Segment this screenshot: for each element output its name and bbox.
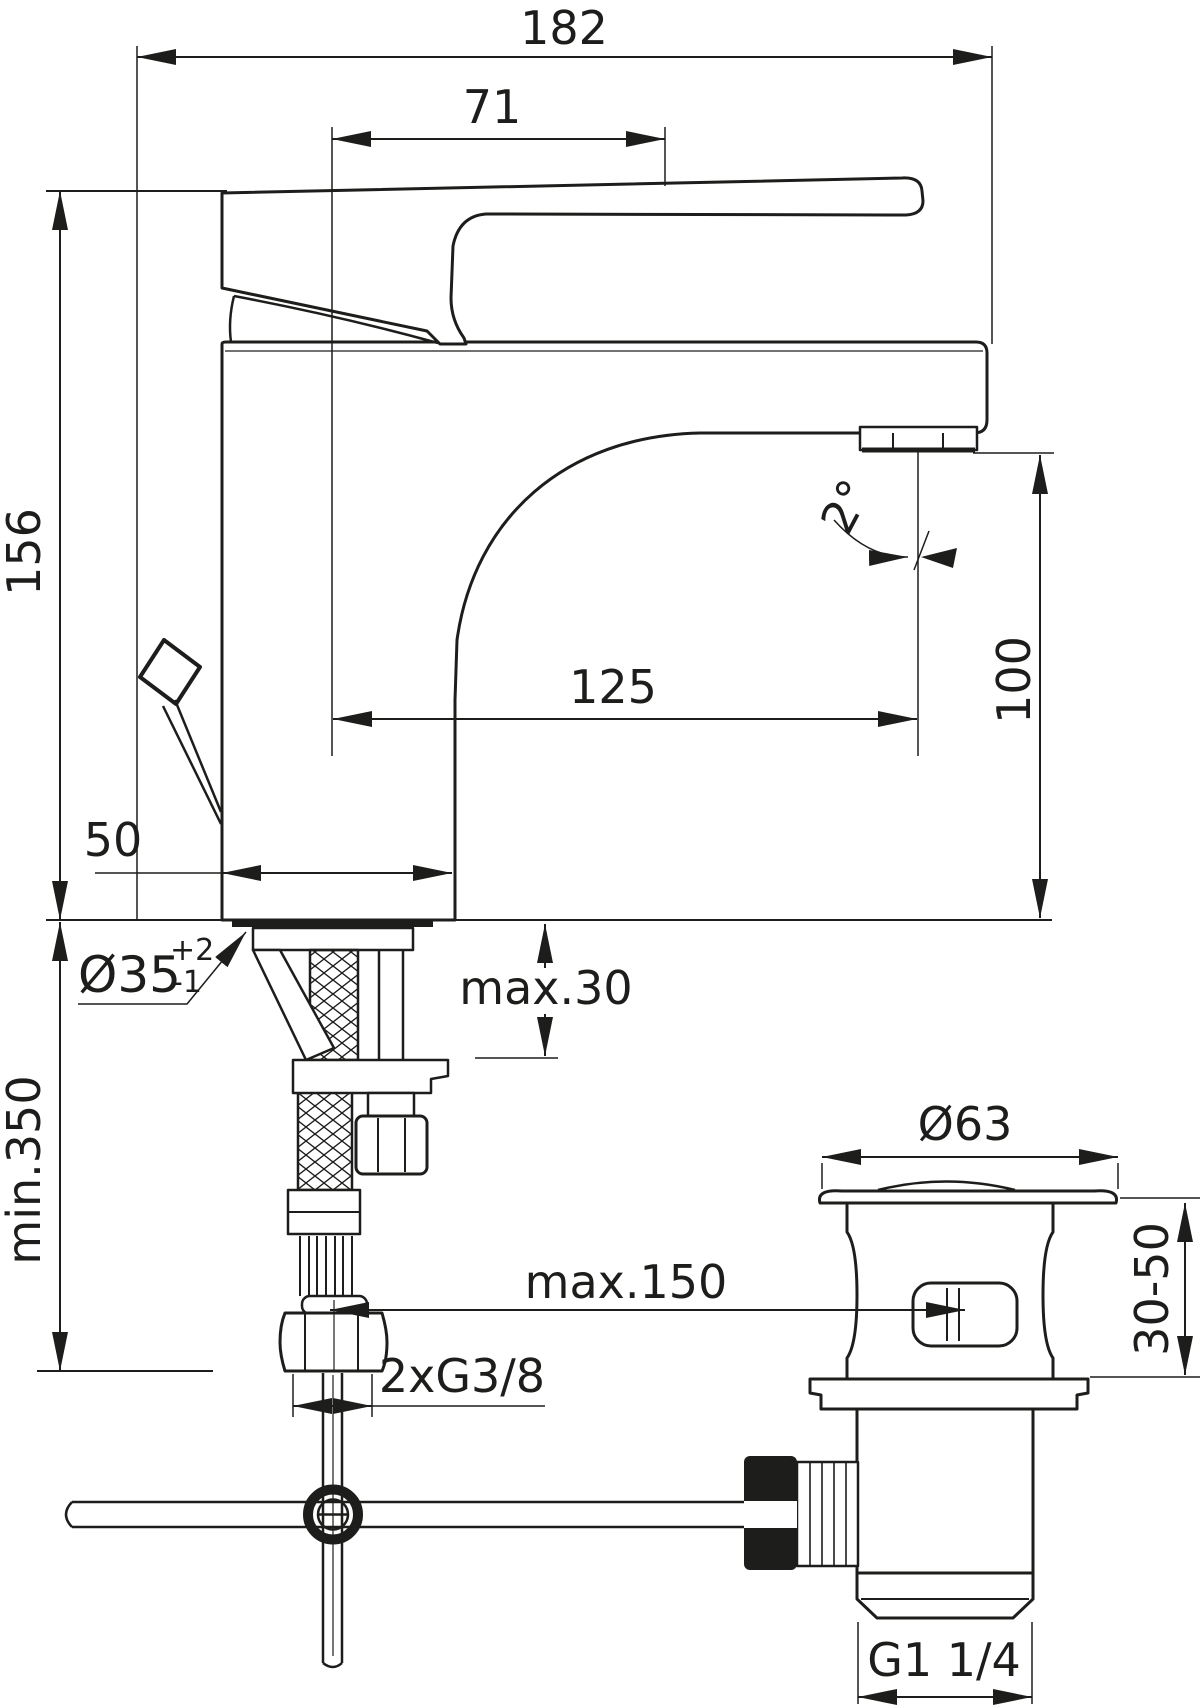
dim-125-label: 125	[569, 660, 657, 714]
linkage-pivot-ring	[303, 1484, 363, 1545]
angle-2deg-arc	[833, 519, 909, 566]
waste-body-cylinder	[855, 1407, 1035, 1575]
angle-2deg-arrow-right	[921, 548, 957, 568]
popup-rod-horizontal-endcap	[64, 1501, 73, 1528]
dim-o35-tol-upper: +2	[170, 933, 214, 968]
dim-o35-tol-lower: -1	[172, 965, 202, 1000]
waste-under-flange	[808, 1377, 1090, 1411]
dim-71-label: 71	[463, 80, 522, 134]
faucet-lever	[220, 176, 925, 346]
aerator	[858, 425, 979, 452]
dim-g114-label: G1 1/4	[867, 1633, 1021, 1687]
stud-nut	[354, 1114, 429, 1176]
dim-max150-label: max.150	[525, 1255, 728, 1309]
stud-washer	[366, 1091, 416, 1118]
waste-tee-hole	[911, 1281, 1019, 1348]
cartridge-dome-line	[233, 294, 439, 345]
hose-corrugation	[299, 1236, 353, 1296]
angle-2deg-label: 2°	[810, 471, 882, 543]
popup-knob-rod-line1	[161, 705, 223, 825]
popup-rod-vertical-endcap	[322, 1661, 343, 1669]
cartridge-dome-front-arc	[228, 295, 236, 343]
popup-knob-rod-line2	[173, 699, 223, 813]
dimension-lines	[52, 49, 1193, 1705]
popup-knob	[138, 638, 202, 706]
mounting-bracket	[291, 1058, 450, 1095]
dim-2xg38-label: 2xG3/8	[379, 1349, 545, 1403]
waste-port-gasket-gap	[744, 1501, 797, 1528]
hose-braid-lower	[296, 1090, 354, 1192]
waste-thread-section	[855, 1571, 1035, 1620]
dim-50-label: 50	[84, 813, 143, 867]
dim-156-label: 156	[0, 508, 51, 596]
mounting-shank	[251, 926, 415, 952]
dim-3050-label: 30-50	[1125, 1222, 1179, 1356]
waste-side-port-nipple	[795, 1460, 860, 1568]
dim-o35-label: Ø35	[78, 946, 181, 1004]
faucet-body	[220, 340, 989, 922]
dim-182-label: 182	[520, 1, 608, 55]
waste-flange-plate	[817, 1189, 1119, 1205]
dim-100-label: 100	[987, 636, 1041, 724]
angle-2deg-tick	[913, 530, 930, 571]
dim-max30-label: max.30	[459, 961, 632, 1015]
dim-o63-label: Ø63	[918, 1097, 1013, 1151]
mounting-wedge	[251, 948, 336, 1062]
dim-min350-label: min.350	[0, 1075, 51, 1264]
waste-cap-dome	[877, 1180, 1016, 1192]
dim-o35-leader	[78, 931, 247, 1005]
